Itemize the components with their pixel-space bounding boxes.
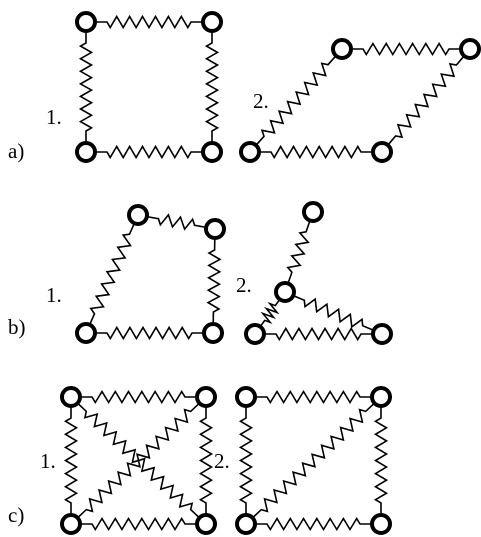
panel-a-config-1-node-3 xyxy=(75,141,97,163)
panel-b-config-1-node-2 xyxy=(204,218,226,240)
panel-c-config-2-spring-1 xyxy=(255,389,372,405)
panel-c-config-1-spring-3 xyxy=(80,516,197,532)
panel-b-config-2-node-4 xyxy=(371,323,393,345)
panel-b-config-2-spring-4 xyxy=(259,298,281,328)
panel-c-config-1-spring-6 xyxy=(77,402,200,519)
panel-c-config-2-spring-3 xyxy=(255,516,372,532)
panel-b-config-1-spring-3 xyxy=(95,325,204,341)
panel-c-config-1-label: 1. xyxy=(40,449,56,473)
panel-a-config-2-spring-1 xyxy=(351,41,461,57)
panel-c-config-2-label: 2. xyxy=(214,449,230,473)
panel-a-config-2-node-1 xyxy=(331,38,353,60)
panel-c-config-2 xyxy=(235,386,392,535)
panel-a-label: a) xyxy=(8,139,24,163)
panel-a-config-1-node-1 xyxy=(75,11,97,33)
panel-c-label: c) xyxy=(8,503,24,527)
panel-a-config-1-spring-1 xyxy=(95,14,203,30)
panel-c-config-1-spring-4 xyxy=(63,406,79,515)
panel-c-config-1-spring-2 xyxy=(198,406,214,515)
panel-a-config-1-node-2 xyxy=(201,11,223,33)
panel-a-config-1 xyxy=(75,11,223,163)
panel-b-config-2-spring-2 xyxy=(292,294,375,332)
panel-b-config-2-node-3 xyxy=(244,323,266,345)
panel-b-config-1-spring-2 xyxy=(206,237,222,325)
panel-a-config-2-spring-2 xyxy=(387,55,465,146)
panel-b-config-1-node-1 xyxy=(127,204,149,226)
panel-a-config-2-spring-3 xyxy=(259,144,373,160)
panel-c-config-2-spring-5 xyxy=(252,402,375,519)
panel-c-config-2-spring-2 xyxy=(373,406,389,515)
panel-c-config-1-node-3 xyxy=(60,513,82,535)
panel-c-config-1-node-2 xyxy=(195,386,217,408)
panel-a-config-2-spring-4 xyxy=(255,55,337,146)
panel-a-config-1-spring-3 xyxy=(95,144,203,160)
panel-c-config-2-node-3 xyxy=(235,513,257,535)
panel-b-config-2 xyxy=(244,201,393,345)
panel-b-config-1 xyxy=(75,204,226,344)
panel-b-config-2-node-1 xyxy=(302,201,324,223)
panel-c-config-2-node-2 xyxy=(370,386,392,408)
panel-a-config-1-label: 1. xyxy=(46,105,62,129)
panel-b-label: b) xyxy=(8,315,26,339)
panel-b-config-1-spring-4 xyxy=(88,222,136,326)
panel-b-config-1-node-4 xyxy=(202,322,224,344)
panel-a-config-2-label: 2. xyxy=(253,89,269,113)
panel-a-config-1-spring-2 xyxy=(204,31,220,143)
panel-b-config-2-node-2 xyxy=(274,281,296,303)
panel-a-config-1-spring-4 xyxy=(78,31,94,143)
panel-c-config-2-spring-4 xyxy=(238,406,254,515)
panel-c-config-2-node-1 xyxy=(235,386,257,408)
panel-c-config-1 xyxy=(60,386,217,535)
panel-b-config-2-spring-3 xyxy=(264,326,373,342)
panel-b-config-2-spring-1 xyxy=(286,220,311,284)
panel-c-config-2-node-4 xyxy=(370,513,392,535)
panel-a-config-2-node-3 xyxy=(239,141,261,163)
panel-b-config-2-label: 2. xyxy=(236,273,252,297)
panel-c-config-1-node-4 xyxy=(195,513,217,535)
panel-c-config-1-spring-1 xyxy=(80,389,197,405)
panel-a-config-2 xyxy=(239,38,481,163)
panel-b-config-1-label: 1. xyxy=(46,283,62,307)
panel-a-config-1-node-4 xyxy=(201,141,223,163)
panel-b-config-1-spring-1 xyxy=(146,213,207,231)
panel-a-config-2-node-4 xyxy=(371,141,393,163)
panel-b-config-1-node-3 xyxy=(75,322,97,344)
panel-a-config-2-node-2 xyxy=(459,38,481,60)
panel-c-config-1-node-1 xyxy=(60,386,82,408)
